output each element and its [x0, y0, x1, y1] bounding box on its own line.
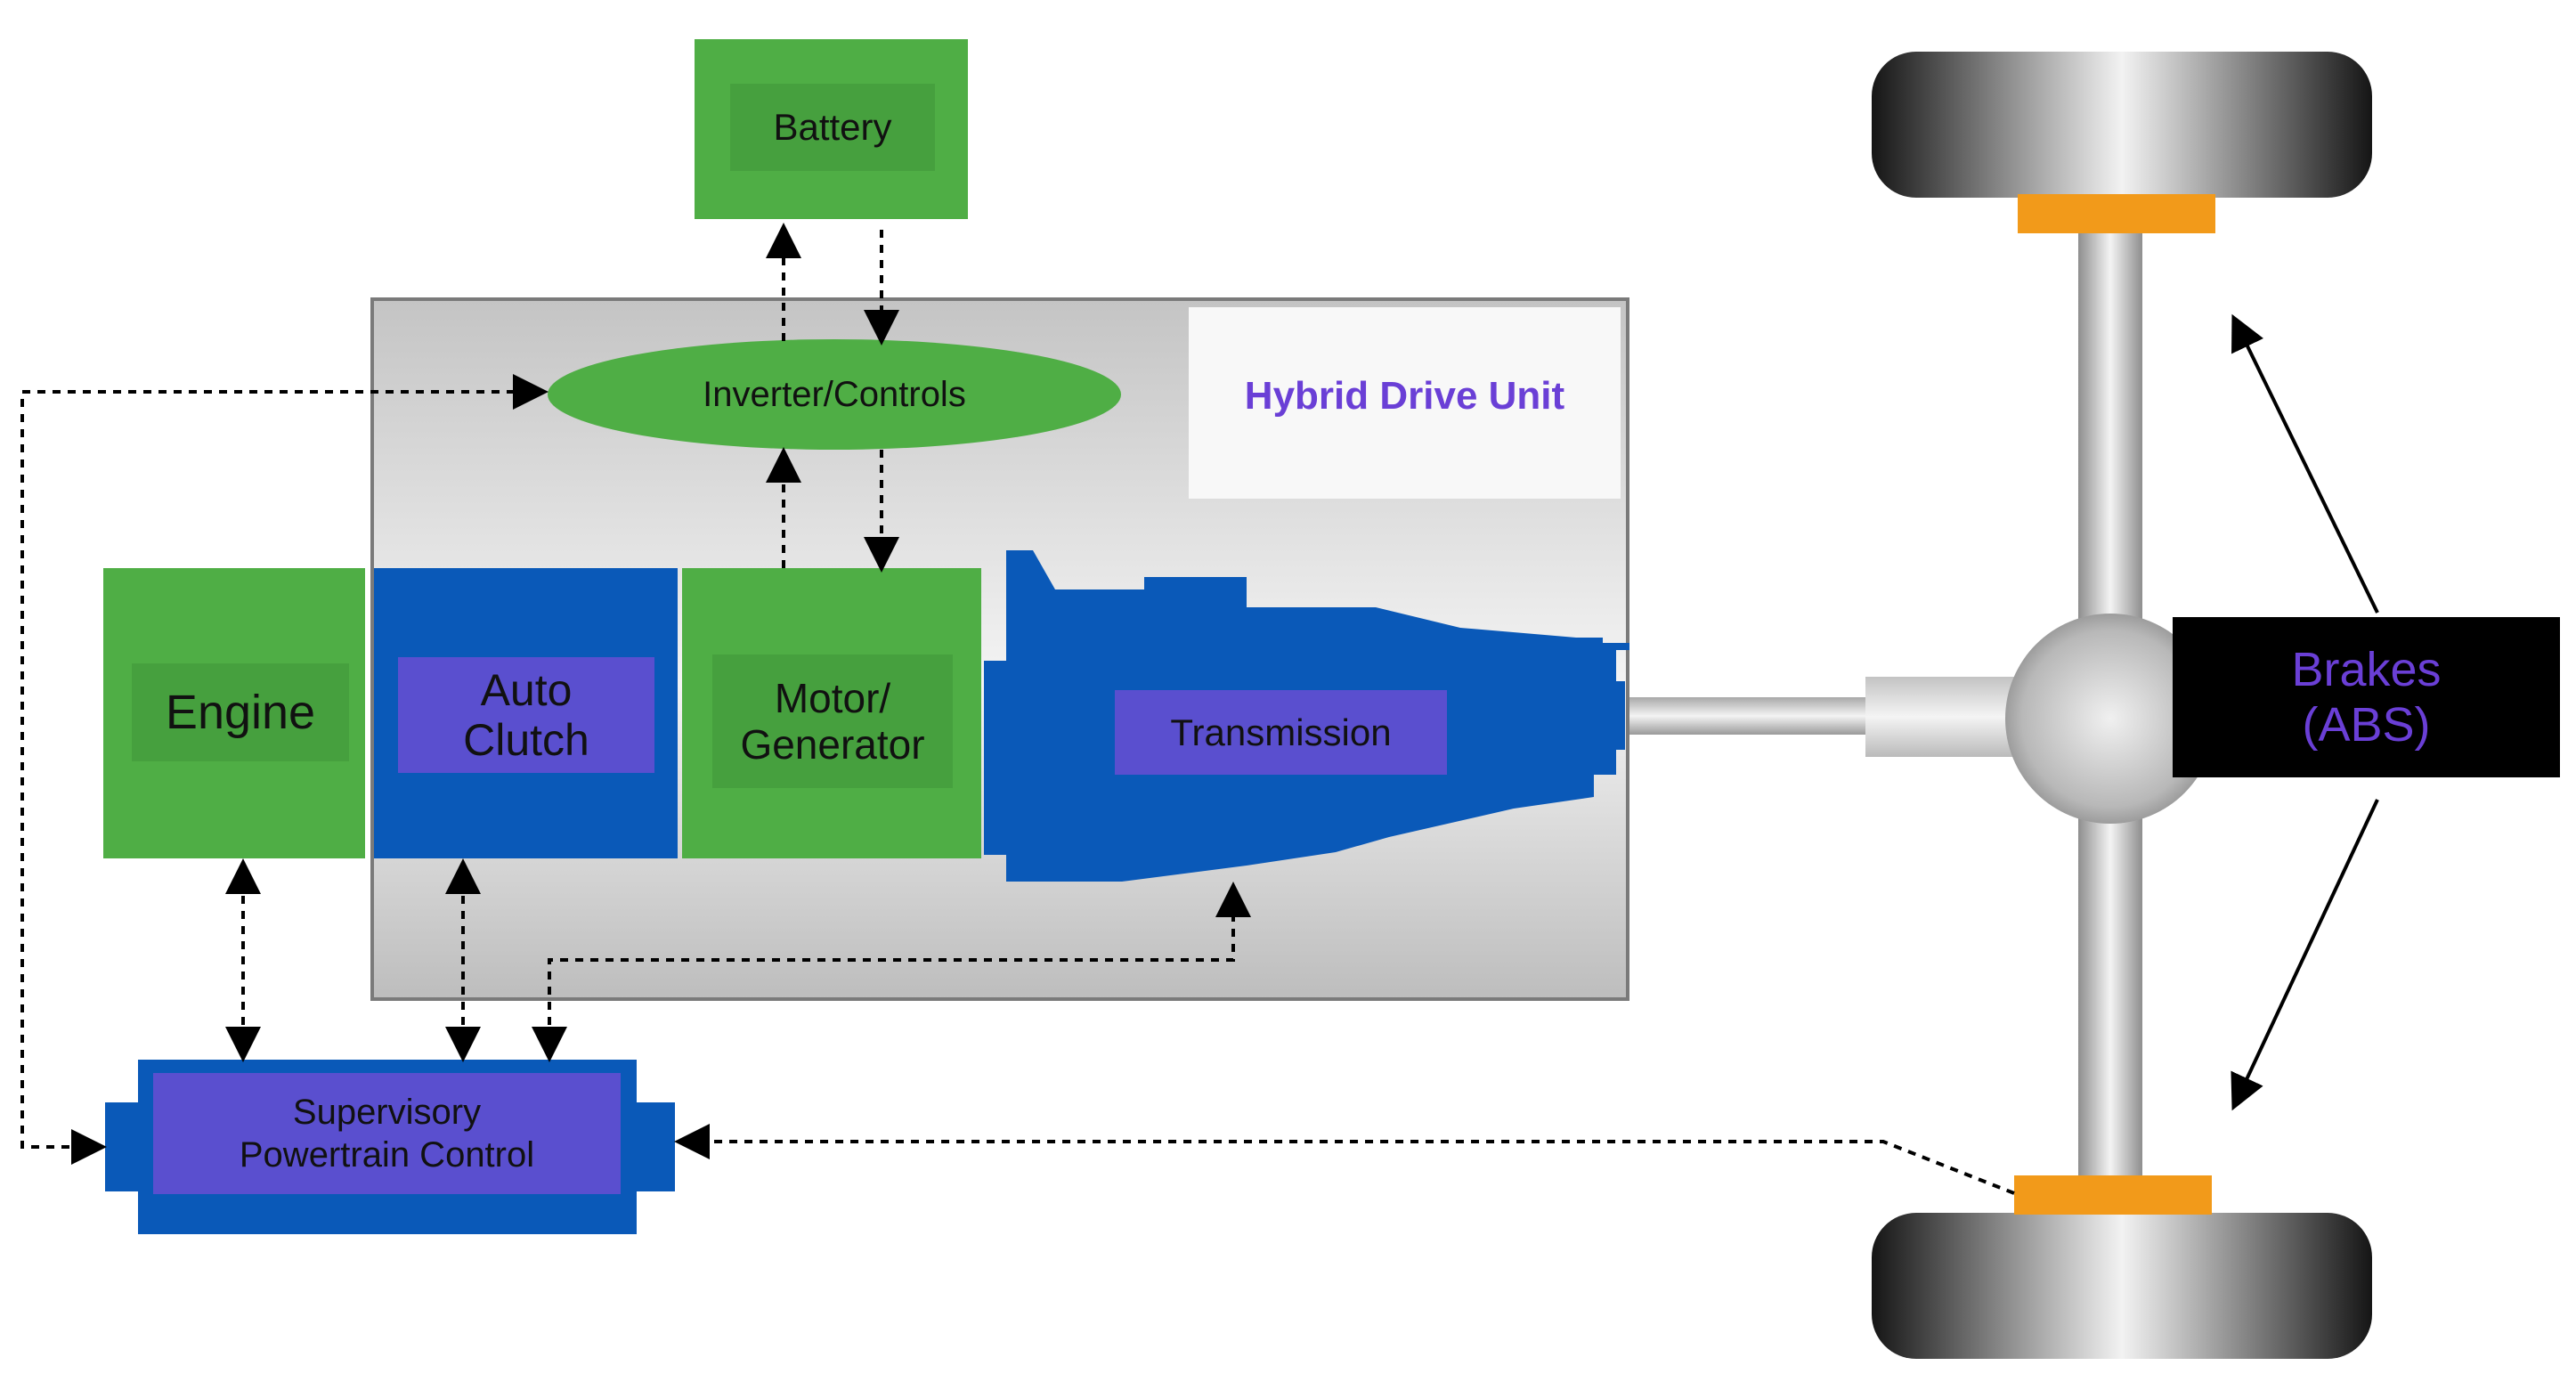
brake-arrows: [2231, 313, 2379, 1111]
supervisory-right-tab: [632, 1102, 675, 1191]
hybrid-drive-unit-label: Hybrid Drive Unit: [1244, 374, 1565, 418]
brake-pad-top: [2018, 194, 2215, 233]
wheel-top: [1872, 52, 2372, 198]
battery-inner: [730, 84, 935, 171]
transmission-label: Transmission: [1170, 711, 1392, 753]
battery-label: Battery: [773, 106, 892, 148]
inverter-controls-label: Inverter/Controls: [703, 374, 966, 414]
supervisory-left-tab: [105, 1102, 141, 1191]
arrow-supervisory-transmission: [532, 882, 1251, 1062]
transmission-inner: [1115, 690, 1447, 775]
supervisory-powertrain-control-label: Supervisory Powertrain Control: [239, 1093, 535, 1175]
brake-pad-bottom: [2014, 1175, 2212, 1215]
arrow-brakes-to-top-wheel: [2231, 313, 2379, 614]
brakes-box: [2173, 617, 2560, 777]
hybrid-drive-unit-label-panel: [1189, 307, 1621, 499]
driveshaft: [1629, 697, 1870, 735]
motor-generator-inner: [712, 654, 953, 788]
arrow-brakes-to-supervisory: [674, 1124, 2015, 1195]
signal-lines: [20, 223, 2015, 1195]
inverter-controls-ellipse: [548, 339, 1121, 450]
motor-generator-label: Motor/ Generator: [740, 675, 925, 768]
wheel-bottom: [1872, 1213, 2372, 1359]
arrow-supervisory-inverter: [20, 374, 549, 1165]
auto-clutch-label: Auto Clutch: [463, 665, 589, 765]
engine-label: Engine: [165, 686, 316, 739]
brakes-abs-label: Brakes (ABS): [2291, 643, 2442, 752]
arrow-brakes-to-bottom-wheel: [2231, 799, 2379, 1111]
differential: [2005, 614, 2215, 824]
